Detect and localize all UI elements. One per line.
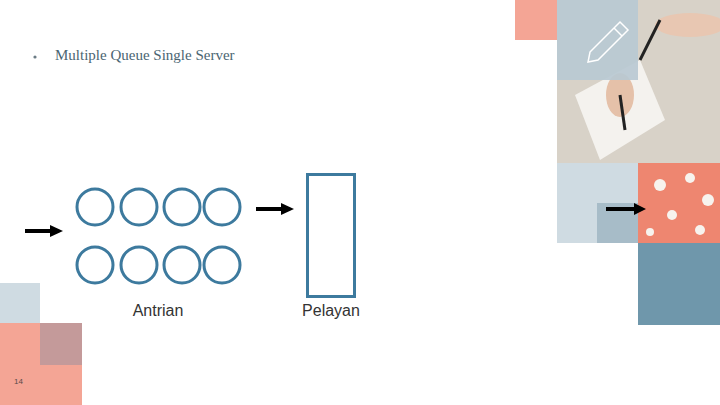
deco-square [0,283,40,323]
arrow-head [281,203,294,215]
arrow-shaft [256,207,283,211]
deco-square [515,0,557,40]
photo-pen [620,95,625,130]
bullet-dot [33,55,36,58]
page-number: 14 [14,377,23,386]
deco-square [0,323,82,405]
deco-square [557,163,638,243]
queue-circle [121,247,157,283]
crumpled-paper [646,173,714,236]
server-node: Pelayan [288,171,374,325]
photo-paper [638,163,720,243]
queue-circle [204,189,240,225]
queue-circle [121,189,157,225]
deco-square [638,243,720,325]
queue-group: Antrian [72,185,244,325]
queue-circles [72,185,244,289]
server-box [306,173,356,298]
queue-label: Antrian [72,302,244,320]
slide-title: Multiple Queue Single Server [55,47,235,64]
pencil-icon [588,22,628,62]
queue-circle [204,247,240,283]
flow-arrow [256,203,294,215]
queue-circle [77,247,113,283]
queue-circle [164,189,200,225]
side-arrow [606,203,646,215]
queue-circle [77,189,113,225]
queue-circle [164,247,200,283]
photo-hand [655,13,720,37]
deco-square [597,203,638,243]
deco-square [557,0,638,80]
server-label: Pelayan [288,302,374,320]
entry-arrow [25,225,63,237]
photo-pen [640,20,660,60]
deco-square [40,323,82,365]
